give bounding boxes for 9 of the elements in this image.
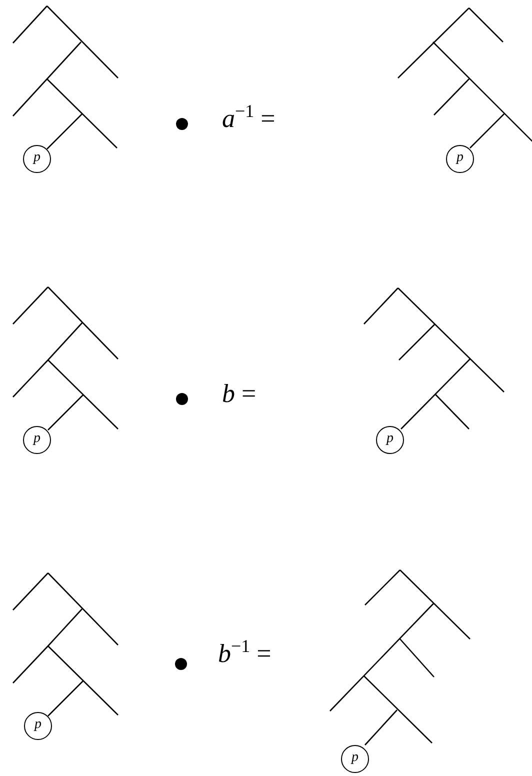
equation-text: b = xyxy=(222,381,256,407)
circle-node: p xyxy=(24,712,52,740)
equation-text: a$^{−1}$ = xyxy=(222,106,276,132)
circle-node: p xyxy=(23,426,51,454)
circle-node: p xyxy=(341,745,369,773)
circle-node: p xyxy=(23,145,51,173)
circle-node: p xyxy=(376,426,404,454)
circle-node: p xyxy=(446,145,474,173)
equation-text: b$^{−1}$ = xyxy=(218,641,272,667)
